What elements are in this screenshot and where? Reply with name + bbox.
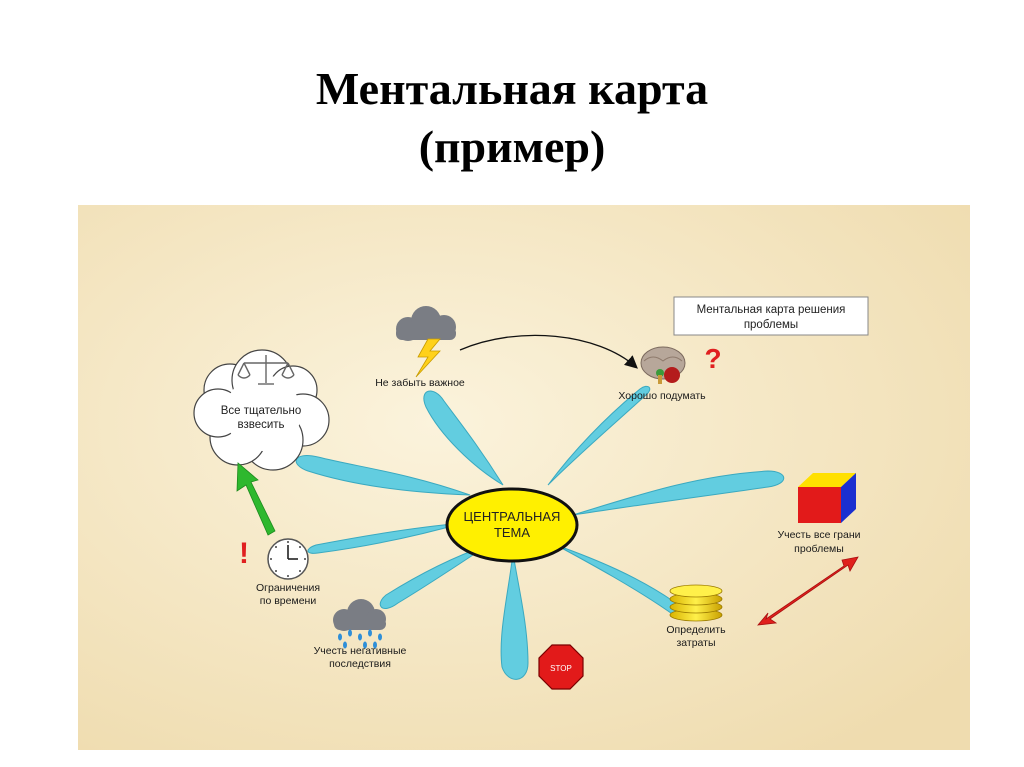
thunderstorm-icon: [396, 306, 456, 378]
legend-line1: Ментальная карта решения: [697, 304, 846, 316]
node-think[interactable]: ? Хорошо подумать: [618, 343, 721, 402]
node-consequences[interactable]: Учесть негативные последствия: [314, 599, 407, 670]
slide-title: Ментальная карта (пример): [0, 60, 1024, 176]
node-weigh-line2: взвесить: [237, 419, 284, 431]
stop-sign-text: STOP: [550, 664, 572, 673]
node-time-line2: по времени: [260, 595, 317, 607]
arrow-green: [236, 462, 276, 536]
coins-icon: [669, 584, 723, 622]
central-label-line2: ТЕМА: [494, 525, 530, 540]
node-important-label: Не забыть важное: [375, 377, 465, 389]
exclamation-mark: !: [239, 537, 249, 570]
brain-icon: [640, 346, 686, 384]
branches: [295, 385, 785, 680]
mindmap-panel: ЦЕНТРАЛЬНАЯ ТЕМА Ментальная карта решени…: [78, 205, 970, 750]
branch-important: [423, 390, 504, 486]
node-important[interactable]: Не забыть важное: [375, 306, 465, 389]
node-think-label: Хорошо подумать: [618, 390, 706, 402]
scales-icon: [237, 355, 295, 385]
node-weigh-line1: Все тщательно: [221, 405, 301, 417]
node-costs[interactable]: Определить затраты: [666, 584, 726, 649]
legend-box: Ментальная карта решения проблемы: [673, 296, 869, 336]
arrow-important-to-think: [459, 334, 638, 369]
branch-stop: [500, 552, 529, 680]
node-time[interactable]: ! Ограничения по времени: [239, 537, 320, 607]
branch-consequences: [379, 544, 489, 609]
branch-facets: [572, 470, 785, 516]
rain-cloud-icon: [333, 599, 386, 649]
node-costs-line2: затраты: [676, 637, 715, 649]
node-consequences-line2: последствия: [329, 658, 391, 670]
cloud-shape: [193, 349, 330, 471]
node-time-line1: Ограничения: [256, 582, 320, 594]
clock-icon: [267, 538, 309, 580]
node-facets-line1: Учесть все грани: [777, 529, 860, 541]
cube-icon: [798, 473, 856, 523]
title-line-2: (пример): [418, 121, 606, 172]
stop-sign-icon: [538, 644, 584, 690]
node-consequences-line1: Учесть негативные: [314, 645, 407, 657]
node-facets[interactable]: Учесть все грани проблемы: [777, 473, 861, 555]
branch-time: [307, 522, 464, 554]
node-facets-line2: проблемы: [794, 543, 844, 555]
central-ellipse: [445, 487, 579, 563]
legend-line2: проблемы: [744, 319, 798, 331]
central-label-line1: ЦЕНТРАЛЬНАЯ: [464, 509, 561, 524]
double-arrow-red: [757, 556, 859, 626]
central-topic[interactable]: ЦЕНТРАЛЬНАЯ ТЕМА: [445, 487, 579, 563]
title-line-1: Ментальная карта: [315, 63, 709, 114]
branch-think: [547, 385, 651, 486]
node-costs-line1: Определить: [666, 624, 726, 636]
node-stop[interactable]: STOP: [538, 644, 584, 690]
node-weigh[interactable]: Все тщательно взвесить: [193, 349, 330, 471]
question-mark: ?: [704, 343, 721, 374]
